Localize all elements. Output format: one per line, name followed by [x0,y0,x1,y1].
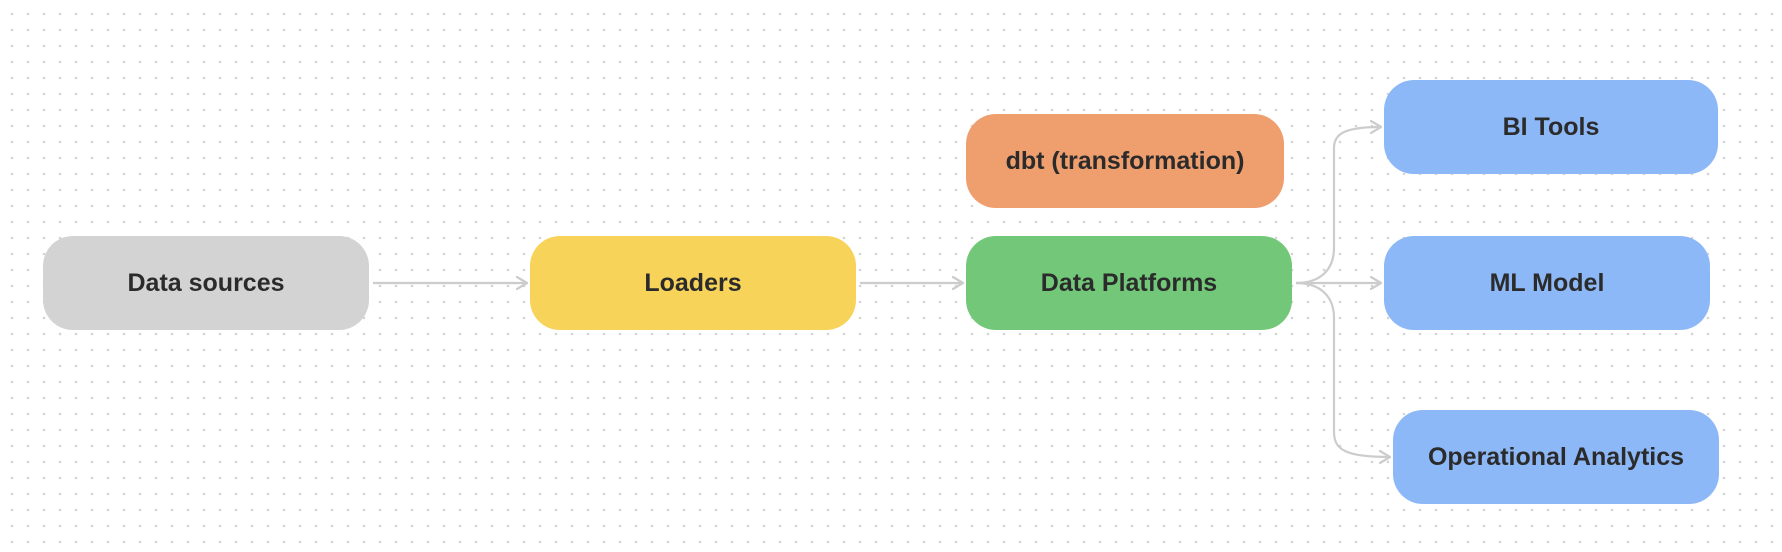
dbt-transformation-label: dbt (transformation) [1005,146,1245,175]
data-sources-node[interactable]: Data sources [43,236,369,330]
data-platforms-label: Data Platforms [1040,268,1218,297]
edge-platforms-to-bi-tools [1295,127,1381,285]
edge-platforms-to-operational-analytics [1295,281,1390,457]
data-platforms-node[interactable]: Data Platforms [966,236,1292,330]
dbt-transformation-node[interactable]: dbt (transformation) [966,114,1284,208]
operational-analytics-label: Operational Analytics [1427,442,1685,471]
operational-analytics-node[interactable]: Operational Analytics [1393,410,1719,504]
bi-tools-label: BI Tools [1502,112,1600,141]
ml-model-label: ML Model [1489,268,1605,297]
data-sources-label: Data sources [127,268,285,297]
loaders-label: Loaders [644,268,742,297]
bi-tools-node[interactable]: BI Tools [1384,80,1718,174]
loaders-node[interactable]: Loaders [530,236,856,330]
ml-model-node[interactable]: ML Model [1384,236,1710,330]
